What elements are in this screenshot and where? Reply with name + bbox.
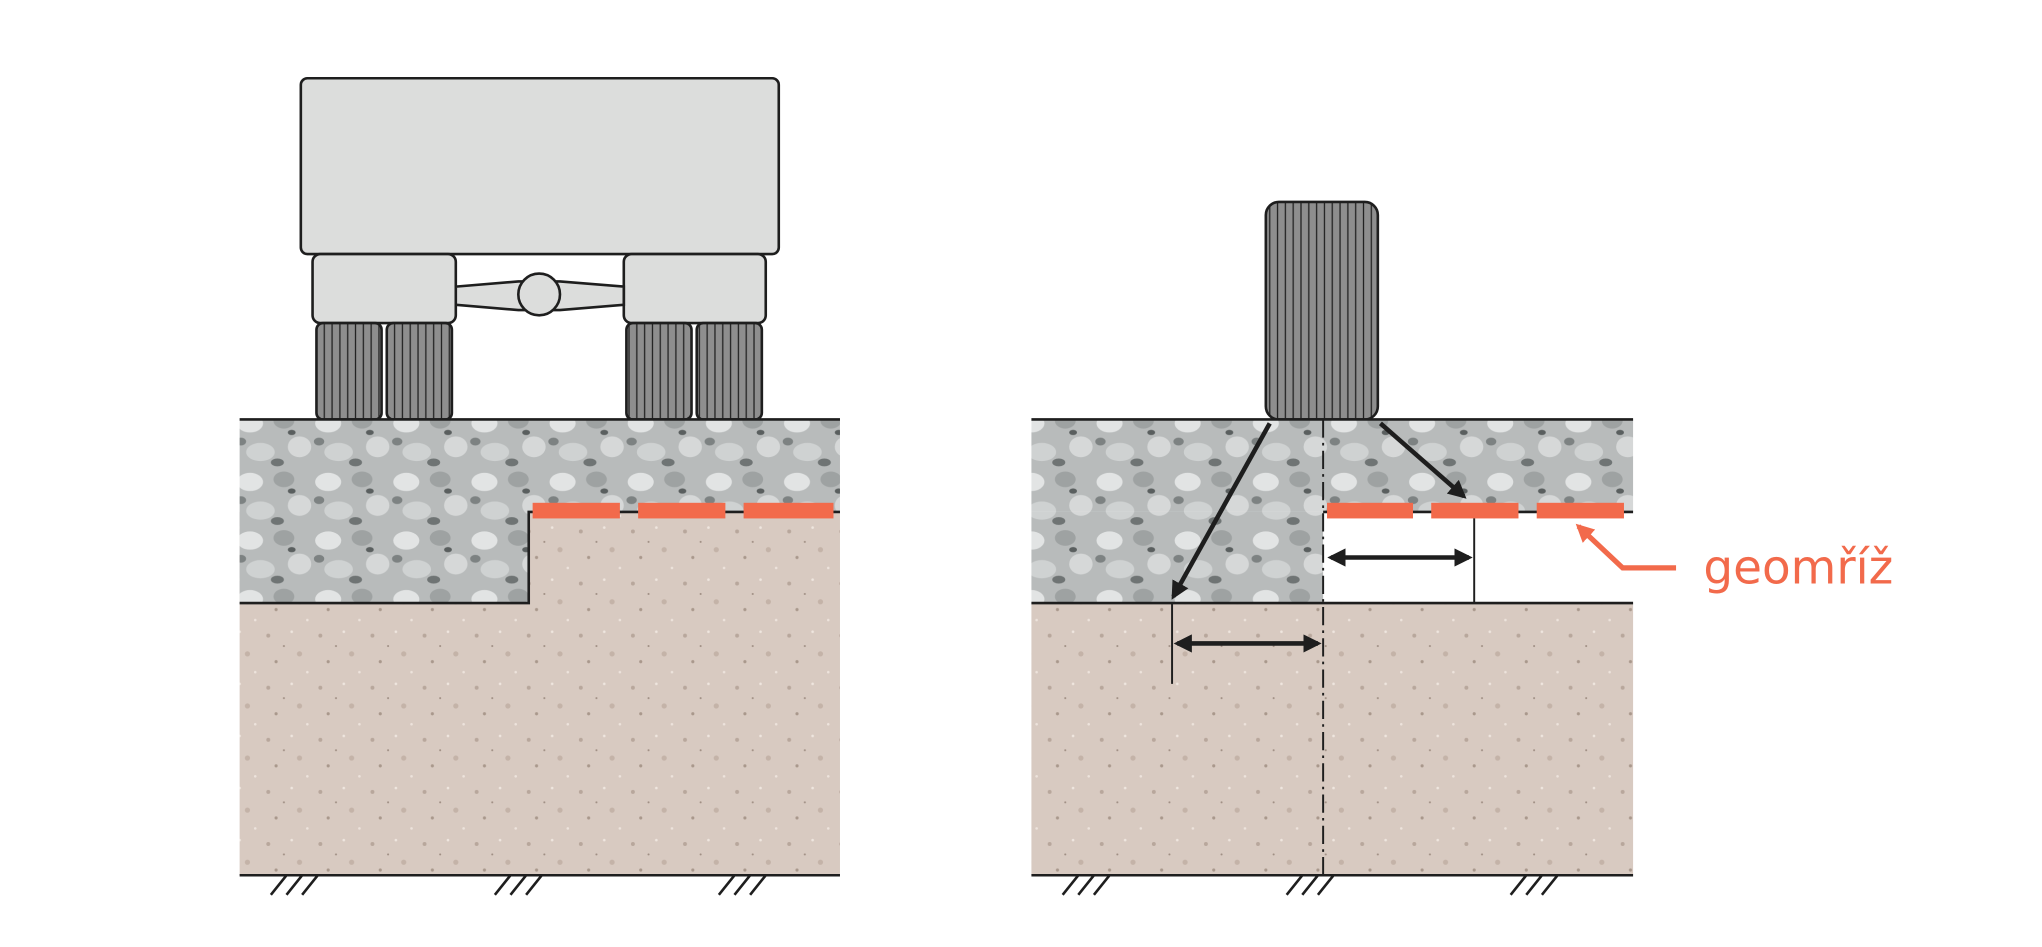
geogrid-segment bbox=[1431, 502, 1519, 519]
tire bbox=[625, 321, 693, 421]
geogrid-label: geomříž bbox=[1703, 541, 1893, 596]
axle-hub bbox=[517, 272, 562, 317]
load-spread-arrow bbox=[1378, 421, 1467, 499]
ground-hatch bbox=[1061, 874, 1559, 896]
tire-right bbox=[1264, 200, 1380, 421]
geogrid-segment bbox=[1536, 502, 1624, 519]
geogrid-segment bbox=[743, 502, 834, 519]
truck bbox=[299, 76, 781, 421]
left-ground-section bbox=[239, 418, 840, 896]
wheel-housing-left bbox=[311, 252, 458, 325]
geogrid-pointer-arrow bbox=[1575, 523, 1677, 571]
wheel-housing-right bbox=[622, 252, 768, 325]
right-ground-section bbox=[1031, 418, 1634, 896]
geogrid-segment bbox=[638, 502, 726, 519]
ground-hatch bbox=[269, 874, 767, 896]
truck-body bbox=[299, 76, 781, 256]
load-spread-arrow bbox=[1171, 422, 1272, 600]
geogrid-segment bbox=[532, 502, 620, 519]
gravel-layer bbox=[1031, 419, 1634, 512]
soil-layer bbox=[1031, 603, 1634, 876]
tire bbox=[385, 321, 454, 421]
geogrid-segment bbox=[1327, 502, 1413, 519]
tire bbox=[695, 321, 764, 421]
tire bbox=[315, 321, 383, 421]
